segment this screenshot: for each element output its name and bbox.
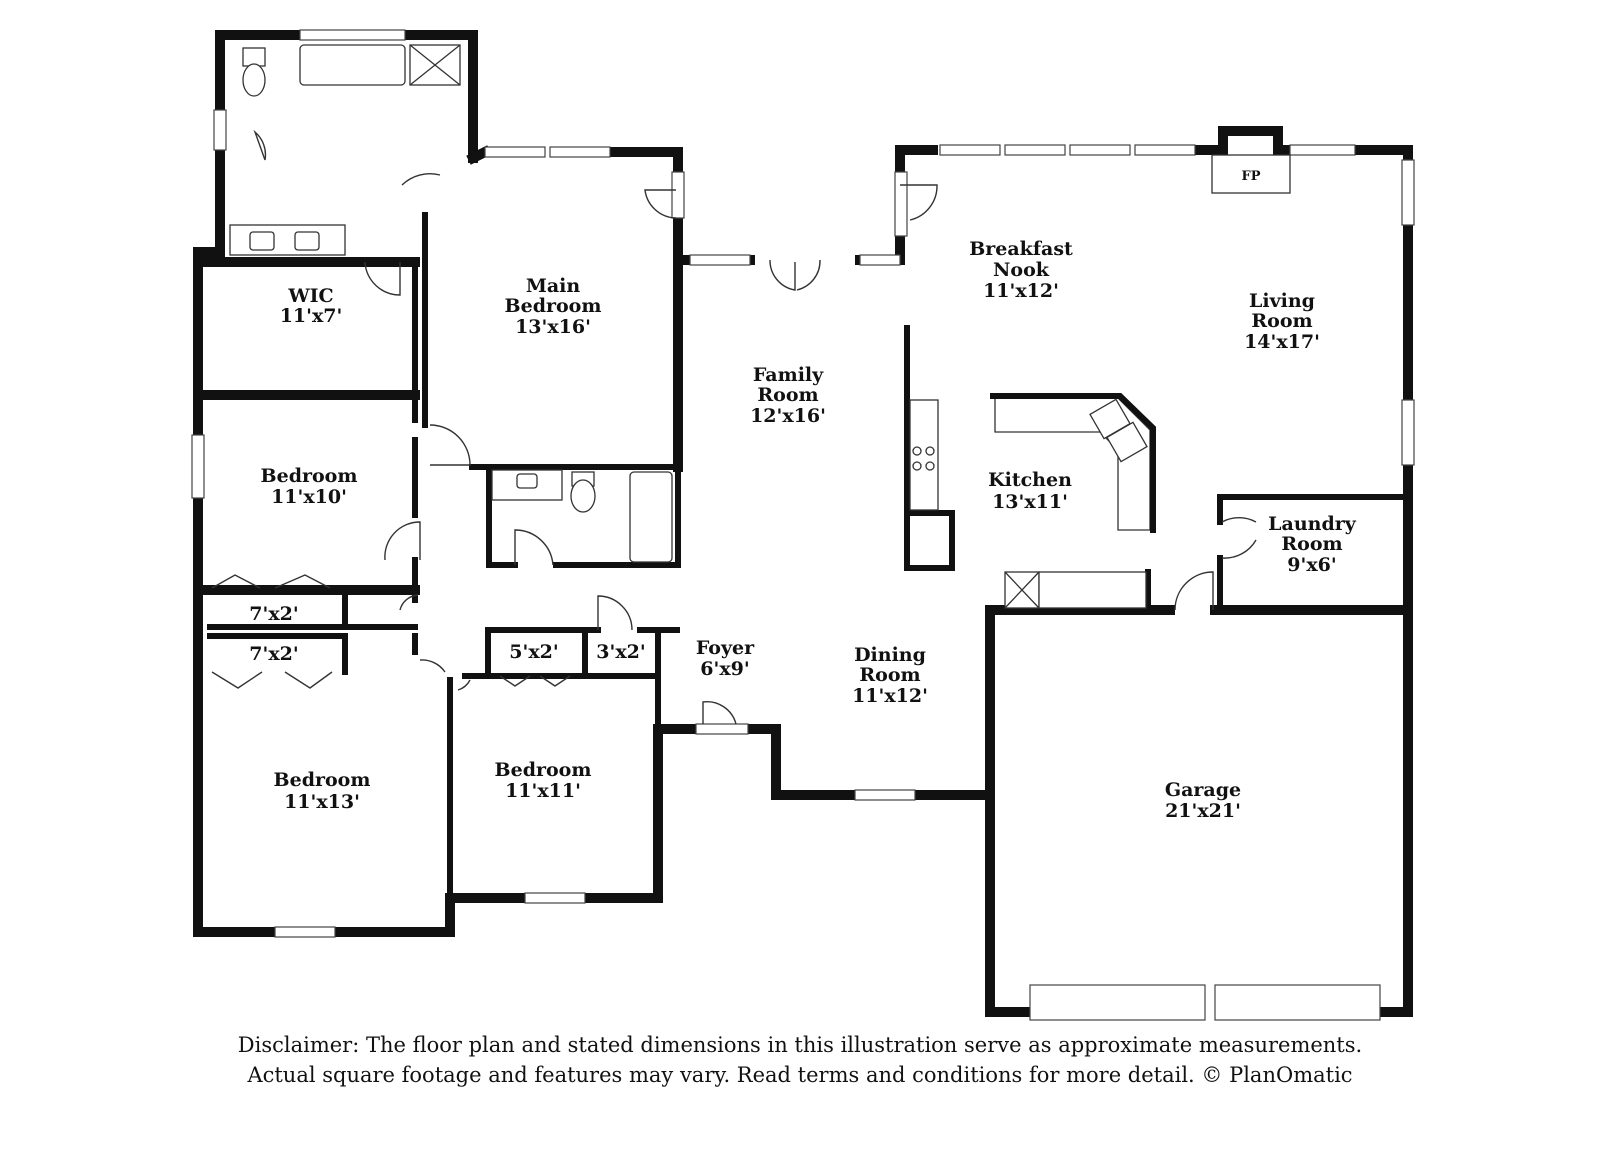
room-labels: WIC 11'x7' Main Bedroom 13'x16' Bedroom … (249, 169, 1356, 822)
closet-d-dimensions: 3'x2' (596, 641, 645, 663)
room-name: Bedroom (495, 759, 592, 781)
room-name: Main (526, 275, 581, 297)
room-dimensions: 12'x16' (750, 405, 826, 427)
room-name: Garage (1165, 779, 1241, 801)
room-bedroom-c: Bedroom 11'x11' (495, 759, 592, 802)
room-dimensions: 13'x11' (992, 491, 1068, 513)
disclaimer-line-2: Actual square footage and features may v… (247, 1063, 1353, 1087)
room-dining-room: Dining Room 11'x12' (852, 644, 928, 707)
room-name: Living (1249, 290, 1315, 312)
room-dimensions: 14'x17' (1244, 331, 1320, 353)
disclaimer: Disclaimer: The floor plan and stated di… (0, 1030, 1600, 1090)
closet-a-dimensions: 7'x2' (249, 603, 298, 625)
room-name: Dining (854, 644, 926, 666)
room-name: Room (1251, 310, 1312, 332)
room-main-bedroom: Main Bedroom 13'x16' (505, 275, 602, 338)
room-name: Bedroom (505, 295, 602, 317)
room-living-room: Living Room 14'x17' (1244, 290, 1320, 353)
room-foyer: Foyer 6'x9' (696, 637, 755, 680)
room-name: Laundry (1268, 513, 1357, 535)
room-dimensions: 21'x21' (1165, 800, 1241, 822)
room-name: Room (859, 664, 920, 686)
room-dimensions: 11'x10' (271, 486, 347, 508)
room-dimensions: 13'x16' (515, 316, 591, 338)
room-name: Family (753, 364, 824, 386)
fireplace-label: FP (1241, 169, 1260, 184)
room-dimensions: 11'x13' (284, 791, 360, 813)
room-name: Foyer (696, 637, 755, 659)
room-dimensions: 9'x6' (1287, 554, 1336, 576)
doors (211, 129, 1257, 725)
room-wic: WIC 11'x7' (280, 285, 343, 327)
room-name: Room (757, 384, 818, 406)
closet-c-dimensions: 5'x2' (509, 641, 558, 663)
room-breakfast-nook: Breakfast Nook 11'x12' (969, 238, 1073, 302)
room-dimensions: 11'x11' (505, 780, 581, 802)
room-laundry-room: Laundry Room 9'x6' (1268, 513, 1357, 576)
room-name: Bedroom (274, 769, 371, 791)
room-dimensions: 11'x7' (280, 305, 343, 327)
windows (191, 29, 1415, 1021)
fixtures (229, 44, 1291, 609)
room-name: Bedroom (261, 465, 358, 487)
room-name: WIC (287, 285, 333, 307)
room-dimensions: 11'x12' (852, 685, 928, 707)
room-kitchen: Kitchen 13'x11' (988, 469, 1072, 513)
room-name: Nook (993, 259, 1050, 281)
walls (193, 30, 1413, 1017)
room-bedroom-a: Bedroom 11'x10' (261, 465, 358, 508)
room-bedroom-b: Bedroom 11'x13' (274, 769, 371, 813)
closet-b-dimensions: 7'x2' (249, 643, 298, 665)
room-name: Kitchen (988, 469, 1072, 491)
disclaimer-line-1: Disclaimer: The floor plan and stated di… (237, 1033, 1363, 1057)
room-name: Breakfast (969, 238, 1073, 260)
room-name: Room (1281, 533, 1342, 555)
room-dimensions: 11'x12' (983, 280, 1059, 302)
room-dimensions: 6'x9' (700, 658, 749, 680)
room-family-room: Family Room 12'x16' (750, 364, 826, 427)
room-garage: Garage 21'x21' (1165, 779, 1241, 822)
